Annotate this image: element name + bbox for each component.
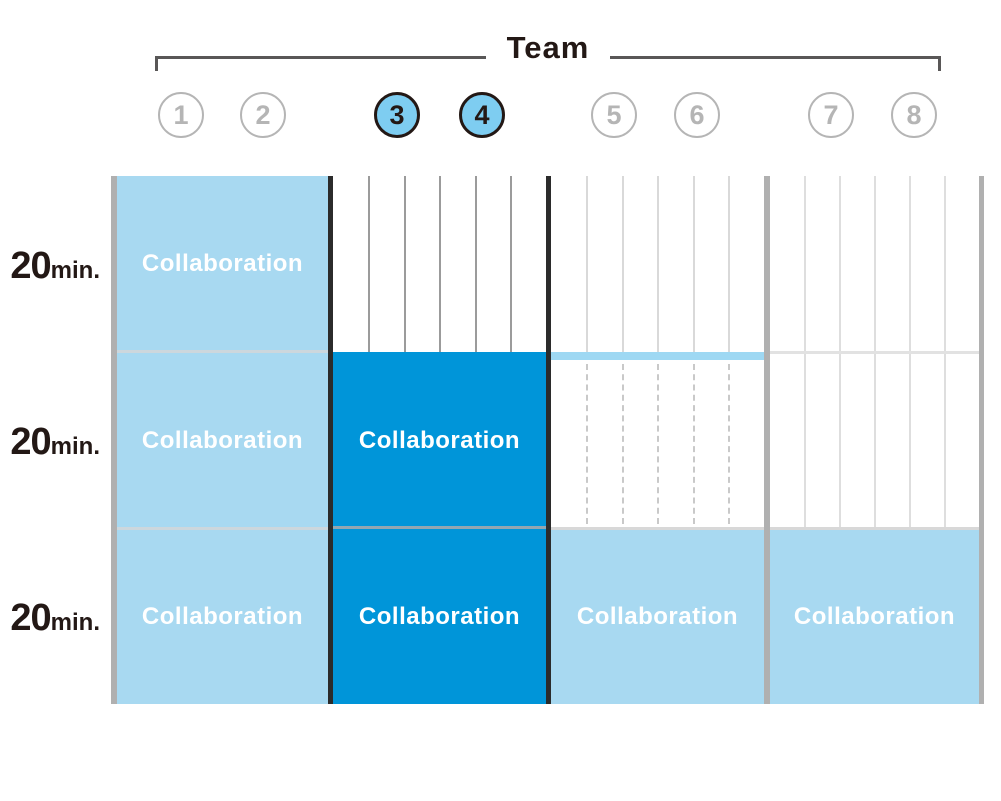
- time-unit: min.: [50, 257, 100, 284]
- slot-divider-line: [510, 176, 512, 352]
- slot-divider-line: [368, 176, 370, 352]
- dashed-slot-line: [586, 364, 588, 524]
- bracket-tick-right: [938, 56, 941, 71]
- highlight-bar-teams56: [551, 352, 764, 360]
- time-label-slot-1: 20min.: [0, 245, 100, 288]
- slot-divider-line: [693, 176, 695, 352]
- team-circle-7: 7: [808, 92, 854, 138]
- dashed-slot-line: [622, 364, 624, 524]
- collab-block-teams34-slot2: Collaboration: [333, 352, 546, 529]
- collab-label: Collaboration: [358, 426, 521, 454]
- time-value: 20: [10, 245, 51, 287]
- collab-label: Collaboration: [141, 250, 304, 277]
- team-circle-8: 8: [891, 92, 937, 138]
- team-bracket-title: Team: [506, 30, 590, 65]
- collab-label: Collaboration: [576, 603, 739, 630]
- collab-label: Collaboration: [793, 603, 956, 630]
- collab-block-teams78-slot3: Collaboration: [770, 530, 979, 704]
- slot-divider-line: [439, 176, 441, 352]
- row-divider-line: [333, 526, 546, 529]
- time-label-slot-2: 20min.: [0, 421, 100, 464]
- team-circle-3: 3: [374, 92, 420, 138]
- slot-divider-line: [728, 176, 730, 352]
- slot-divider-line: [475, 176, 477, 352]
- grid-divider-black-right: [546, 176, 551, 704]
- grid-divider-black-left: [328, 176, 333, 704]
- collab-label: Collaboration: [141, 602, 304, 630]
- team-circle-1: 1: [158, 92, 204, 138]
- time-unit: min.: [50, 609, 100, 636]
- team-circle-2: 2: [240, 92, 286, 138]
- slot-divider-line: [622, 176, 624, 352]
- collab-label: Collaboration: [358, 602, 521, 630]
- grid-right-edge: [979, 176, 984, 704]
- slot-divider-line: [404, 176, 406, 352]
- bracket-line-left: [155, 56, 486, 59]
- team-circle-5: 5: [591, 92, 637, 138]
- slot-divider-line: [586, 176, 588, 352]
- row-divider-line: [117, 350, 328, 353]
- row-divider-line: [770, 351, 979, 354]
- dashed-slot-line: [728, 364, 730, 524]
- time-value: 20: [10, 421, 51, 463]
- grid-divider-gray-mid: [764, 176, 770, 704]
- time-value: 20: [10, 597, 51, 639]
- bracket-line-right: [610, 56, 941, 59]
- team-circle-6: 6: [674, 92, 720, 138]
- slot-divider-line: [657, 176, 659, 352]
- team-circle-4: 4: [459, 92, 505, 138]
- row-divider-line: [551, 527, 764, 530]
- time-unit: min.: [50, 433, 100, 460]
- time-label-slot-3: 20min.: [0, 597, 100, 640]
- row-divider-line: [117, 527, 328, 530]
- collab-block-teams12-slot1: Collaboration: [117, 176, 328, 352]
- collab-block-teams56-slot3: Collaboration: [551, 530, 764, 704]
- collab-label: Collaboration: [141, 426, 304, 454]
- row-divider-line: [770, 527, 979, 530]
- bracket-tick-left: [155, 56, 158, 71]
- grid-left-edge: [111, 176, 117, 704]
- dashed-slot-line: [657, 364, 659, 524]
- dashed-slot-line: [693, 364, 695, 524]
- collab-block-teams34-slot3: Collaboration: [333, 529, 546, 704]
- collab-block-teams12-slot2: Collaboration: [117, 352, 328, 529]
- collab-block-teams12-slot3: Collaboration: [117, 529, 328, 704]
